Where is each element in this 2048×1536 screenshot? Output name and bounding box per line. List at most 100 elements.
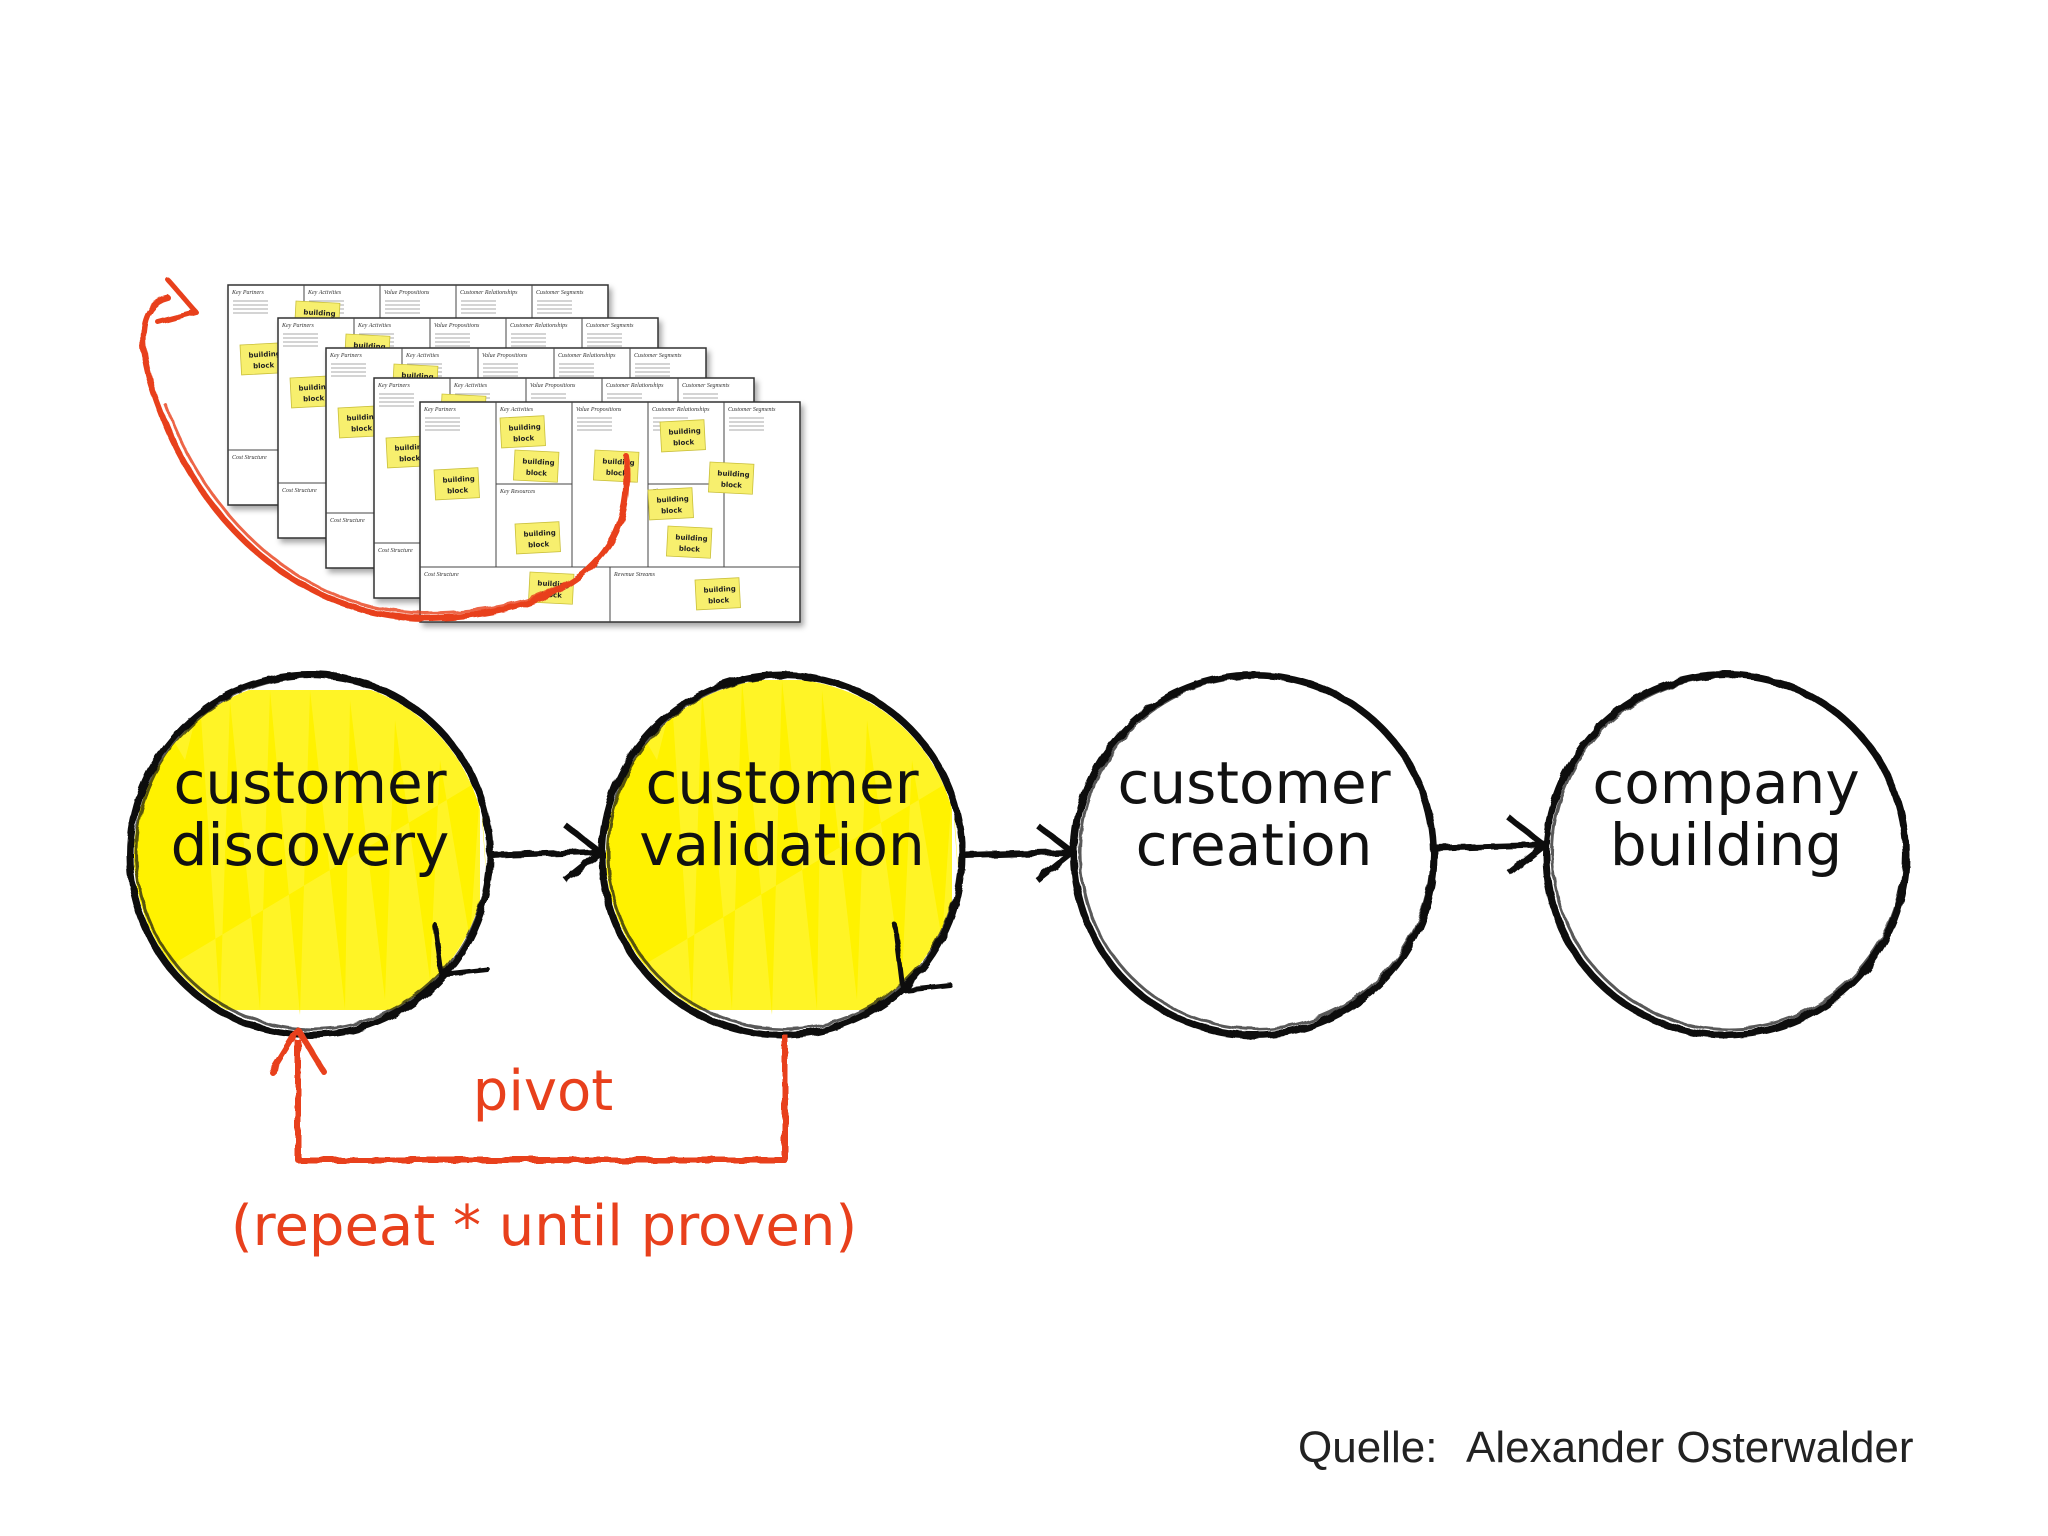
step-label-customer-discovery: customer discovery bbox=[171, 749, 450, 879]
canvas-header-key-activities: Key Activities bbox=[453, 383, 488, 389]
sticky-note-line2: block bbox=[253, 361, 275, 370]
sticky-note-line2: block bbox=[303, 394, 325, 403]
canvas-header-cost-structure: Cost Structure bbox=[282, 488, 317, 494]
sticky-note-line2: block bbox=[721, 481, 743, 490]
step-label-line1: customer bbox=[1117, 749, 1390, 817]
sticky-note-line2: block bbox=[673, 438, 695, 447]
canvas-header-revenue-streams: Revenue Streams bbox=[613, 572, 656, 578]
sticky-note-line2: block bbox=[447, 486, 469, 495]
sticky-note-line1: building bbox=[522, 457, 555, 467]
canvas-header-key-partners: Key Partners bbox=[329, 353, 362, 359]
sticky-note-line1: building bbox=[656, 495, 689, 505]
step-label-line2: validation bbox=[639, 811, 925, 879]
highlight-scribble-validation bbox=[606, 680, 958, 1015]
sticky-note-line1: building bbox=[353, 341, 386, 351]
canvas-header-value-propositions: Value Propositions bbox=[482, 353, 528, 359]
sticky-note-line2: block bbox=[528, 540, 550, 549]
sticky-note-line2: block bbox=[351, 424, 373, 433]
canvas-header-customer-segments: Customer Segments bbox=[586, 323, 634, 329]
arrow-creation-to-building bbox=[1435, 815, 1547, 876]
sticky-note-line1: building bbox=[508, 423, 541, 433]
canvas-header-customer-relationships: Customer Relationships bbox=[652, 407, 710, 413]
canvas-header-customer-relationships: Customer Relationships bbox=[606, 383, 664, 389]
sticky-note-line1: building bbox=[717, 469, 750, 479]
sticky-note-line2: block bbox=[606, 469, 628, 478]
sticky-note-line2: block bbox=[679, 545, 701, 554]
sticky-note-line1: building bbox=[248, 350, 281, 360]
canvas-header-customer-segments: Customer Segments bbox=[682, 383, 730, 389]
step-label-customer-validation: customer validation bbox=[639, 749, 925, 879]
canvas-header-customer-relationships: Customer Relationships bbox=[460, 290, 518, 296]
canvas-header-customer-segments: Customer Segments bbox=[536, 290, 584, 296]
step-label-line1: customer bbox=[645, 749, 918, 817]
canvas-header-cost-structure: Cost Structure bbox=[330, 518, 365, 524]
sticky-note-line2: block bbox=[399, 454, 421, 463]
step-label-line1: company bbox=[1592, 749, 1859, 817]
sticky-note-line1: building bbox=[303, 308, 336, 318]
sticky-note-line1: building bbox=[523, 529, 556, 539]
step-label-line2: creation bbox=[1136, 811, 1373, 879]
canvas-header-key-activities: Key Activities bbox=[357, 323, 392, 329]
sticky-note-line1: building bbox=[442, 475, 475, 485]
sticky-note-line1: building bbox=[703, 585, 736, 595]
sticky-note-line1: building bbox=[401, 371, 434, 381]
source-prefix: Quelle: bbox=[1298, 1423, 1437, 1472]
canvas-header-key-resources: Key Resources bbox=[499, 489, 536, 495]
sticky-note-line1: building bbox=[394, 443, 427, 453]
arrow-discovery-to-validation bbox=[491, 822, 603, 883]
pivot-label: pivot bbox=[473, 1059, 613, 1124]
sticky-note-line1: building bbox=[602, 457, 635, 467]
step-label-line2: discovery bbox=[171, 811, 450, 879]
canvas-header-value-propositions: Value Propositions bbox=[384, 290, 430, 296]
canvas-header-cost-structure: Cost Structure bbox=[424, 572, 459, 578]
sticky-note-line1: building bbox=[298, 383, 331, 393]
sticky-note: building block bbox=[593, 449, 640, 483]
canvas-header-customer-relationships: Customer Relationships bbox=[558, 353, 616, 359]
loop-tick-discovery bbox=[432, 922, 491, 978]
canvas-header-value-propositions: Value Propositions bbox=[530, 383, 576, 389]
canvas-header-key-activities: Key Activities bbox=[499, 407, 534, 413]
pivot-feedback-arrow bbox=[269, 1027, 788, 1163]
sticky-note-line2: block bbox=[526, 469, 548, 478]
step-label-line2: building bbox=[1610, 811, 1842, 879]
canvas-header-key-activities: Key Activities bbox=[405, 353, 440, 359]
canvas-header-customer-segments: Customer Segments bbox=[728, 407, 776, 413]
canvas-header-customer-relationships: Customer Relationships bbox=[510, 323, 568, 329]
sticky-note-line1: building bbox=[346, 413, 379, 423]
step-label-customer-creation: customer creation bbox=[1117, 749, 1390, 879]
iteration-loop-arrow bbox=[140, 277, 631, 622]
step-circle-customer-discovery bbox=[126, 671, 494, 1039]
canvas-header-key-partners: Key Partners bbox=[423, 407, 456, 413]
canvas-header-key-partners: Key Partners bbox=[281, 323, 314, 329]
canvas-header-customer-segments: Customer Segments bbox=[634, 353, 682, 359]
sticky-note-line2: block bbox=[661, 506, 683, 515]
highlight-scribble-discovery bbox=[134, 690, 486, 1015]
source-author: Alexander Osterwalder bbox=[1466, 1423, 1914, 1472]
canvas-header-key-partners: Key Partners bbox=[231, 290, 264, 296]
sticky-note-line2: block bbox=[513, 434, 535, 443]
repeat-note: (repeat * until proven) bbox=[231, 1194, 857, 1259]
step-label-company-building: company building bbox=[1592, 749, 1859, 879]
sticky-note: building block bbox=[666, 525, 713, 559]
canvas-header-value-propositions: Value Propositions bbox=[434, 323, 480, 329]
step-circle-company-building bbox=[1542, 671, 1910, 1039]
sticky-note-line1: building bbox=[668, 427, 701, 437]
canvas-header-key-partners: Key Partners bbox=[377, 383, 410, 389]
sticky-note-line1: building bbox=[675, 533, 708, 543]
sticky-note: building block bbox=[513, 449, 560, 483]
step-circle-customer-creation bbox=[1070, 671, 1438, 1039]
sticky-note-line1: building bbox=[537, 579, 570, 589]
canvas-header-key-activities: Key Activities bbox=[307, 290, 342, 296]
canvas-header-cost-structure: Cost Structure bbox=[378, 548, 413, 554]
